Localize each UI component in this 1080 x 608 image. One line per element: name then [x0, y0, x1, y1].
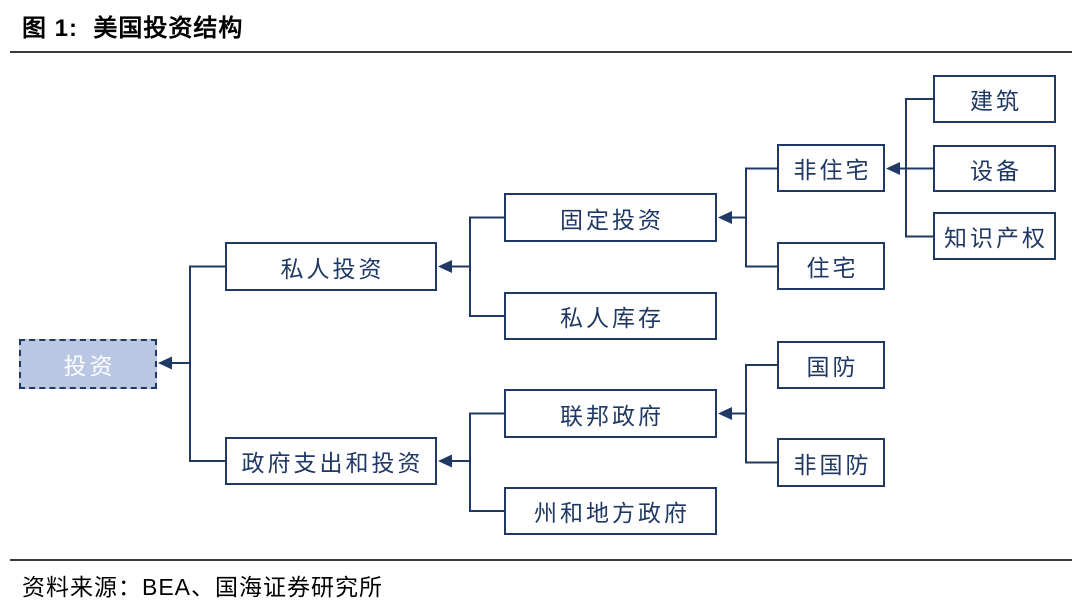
arrowhead-government-spending [438, 454, 452, 468]
node-investment: 投资 [19, 339, 157, 389]
arrowhead-nonresidential [886, 162, 900, 175]
node-construction: 建筑 [933, 75, 1056, 123]
node-government-spending: 政府支出和投资 [225, 437, 437, 485]
node-private-inventory: 私人库存 [504, 292, 717, 340]
arrowhead-investment [158, 356, 172, 370]
node-nondefense: 非国防 [777, 438, 885, 487]
node-private-investment: 私人投资 [225, 242, 437, 291]
source-note: 资料来源：BEA、国海证券研究所 [22, 574, 384, 600]
arrowhead-fixed-investment [718, 211, 732, 224]
node-equipment: 设备 [933, 145, 1056, 192]
node-state-local-government: 州和地方政府 [504, 487, 717, 535]
footer-divider [10, 559, 1072, 561]
arrowhead-federal-government [718, 407, 732, 420]
node-nonresidential: 非住宅 [777, 144, 885, 192]
title-divider [10, 51, 1072, 53]
node-federal-government: 联邦政府 [504, 389, 717, 438]
node-intellectual-property: 知识产权 [933, 212, 1056, 260]
node-defense: 国防 [777, 341, 885, 389]
node-fixed-investment: 固定投资 [504, 193, 717, 242]
arrowhead-private-investment [438, 260, 452, 273]
figure-title: 图 1: 美国投资结构 [22, 15, 244, 42]
node-residential: 住宅 [777, 242, 885, 290]
